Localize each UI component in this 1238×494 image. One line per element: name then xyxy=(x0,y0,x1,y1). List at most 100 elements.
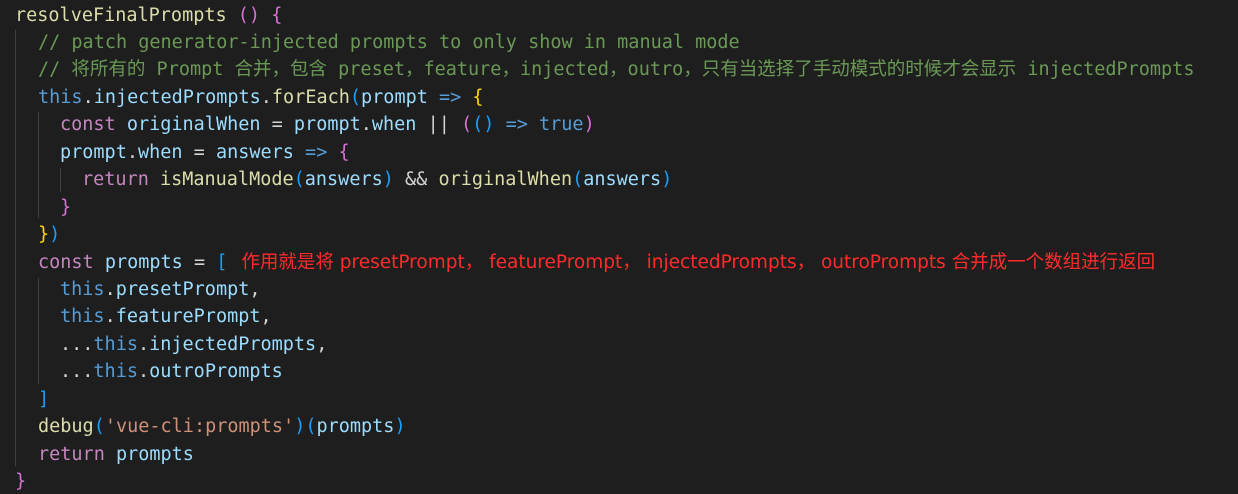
const-keyword: const xyxy=(60,114,116,135)
property: presetPrompt xyxy=(115,279,250,300)
code-line[interactable]: this.presetPrompt, xyxy=(60,276,261,303)
return-keyword: return xyxy=(38,444,105,465)
this-keyword: this xyxy=(93,334,138,355)
property: when xyxy=(137,142,183,163)
function-call: debug xyxy=(38,416,94,437)
comma: , xyxy=(316,334,328,355)
paren: ( xyxy=(305,416,317,437)
code-line[interactable]: ...this.outroPrompts xyxy=(60,358,283,385)
argument: answers xyxy=(304,169,383,190)
code-line[interactable]: this.featurePrompt, xyxy=(60,303,272,330)
this-keyword: this xyxy=(38,87,83,108)
function-call: originalWhen xyxy=(438,169,573,190)
paren: ( xyxy=(461,114,473,135)
arrow: => xyxy=(427,87,473,108)
object: prompt xyxy=(293,114,361,135)
space xyxy=(227,5,238,26)
indent-guide xyxy=(15,30,16,466)
dot: . xyxy=(137,361,150,382)
comment: // patch generator-injected prompts to o… xyxy=(38,32,740,53)
argument: prompts xyxy=(316,416,395,437)
comma: , xyxy=(260,306,272,327)
code-line[interactable]: // 将所有的 Prompt 合并，包含 preset，feature，inje… xyxy=(38,56,1194,83)
code-line[interactable]: return isManualMode(answers) && original… xyxy=(82,166,672,193)
space xyxy=(260,5,271,26)
function-name: resolveFinalPrompts xyxy=(15,5,227,26)
property: when xyxy=(371,114,417,135)
operator: = xyxy=(182,142,216,163)
close-brace: } xyxy=(60,197,72,218)
code-line[interactable]: // patch generator-injected prompts to o… xyxy=(38,29,740,56)
code-line[interactable]: }) xyxy=(38,221,60,248)
boolean: true xyxy=(539,114,584,135)
function-call: isManualMode xyxy=(159,169,294,190)
code-line[interactable]: ] xyxy=(38,386,49,413)
code-line[interactable]: } xyxy=(15,468,26,494)
operator: && xyxy=(393,169,439,190)
variable: originalWhen xyxy=(115,114,261,135)
code-line[interactable]: resolveFinalPrompts () { xyxy=(15,2,282,29)
paren: ( xyxy=(349,87,362,108)
string-literal: 'vue-cli:prompts' xyxy=(104,416,295,437)
close-bracket: ] xyxy=(38,389,50,410)
this-keyword: this xyxy=(93,361,138,382)
indent-guide xyxy=(38,112,39,218)
dot: . xyxy=(104,279,116,300)
code-line[interactable]: prompt.when = answers => { xyxy=(60,139,350,166)
indent-guide xyxy=(60,168,61,192)
const-keyword: const xyxy=(38,252,94,273)
method-name: forEach xyxy=(271,87,350,108)
variable: prompts xyxy=(93,252,183,273)
spread-operator: ... xyxy=(60,334,94,355)
code-line[interactable]: this.injectedPrompts.forEach(prompt => { xyxy=(38,84,484,111)
parameter: answers xyxy=(215,142,294,163)
dot: . xyxy=(137,334,150,355)
open-brace: { xyxy=(472,87,484,108)
paren: ) xyxy=(394,416,406,437)
paren: ) xyxy=(49,224,61,245)
paren: ( xyxy=(572,169,584,190)
arrow: => xyxy=(293,142,339,163)
comment: // 将所有的 Prompt 合并，包含 preset，feature，inje… xyxy=(38,59,1195,80)
property: injectedPrompts xyxy=(93,87,261,108)
code-line[interactable]: debug('vue-cli:prompts')(prompts) xyxy=(38,413,406,440)
argument: answers xyxy=(583,169,662,190)
space xyxy=(149,169,160,190)
comma: , xyxy=(249,279,261,300)
dot: . xyxy=(82,87,94,108)
operator: || xyxy=(416,114,462,135)
open-brace: { xyxy=(338,142,350,163)
code-line[interactable]: } xyxy=(60,194,71,221)
variable: prompts xyxy=(104,444,194,465)
property: outroPrompts xyxy=(149,361,283,382)
dot: . xyxy=(126,142,138,163)
paren: ( xyxy=(93,416,105,437)
red-annotation: 作用就是将 presetPrompt， featurePrompt， injec… xyxy=(241,252,1156,273)
operator: = xyxy=(182,252,217,273)
code-line[interactable]: const originalWhen = prompt.when || (() … xyxy=(60,111,595,138)
dot: . xyxy=(104,306,116,327)
arrow: => xyxy=(494,114,539,135)
object: prompt xyxy=(60,142,127,163)
open-bracket: [ xyxy=(216,252,228,273)
paren: ( xyxy=(293,169,305,190)
this-keyword: this xyxy=(60,279,105,300)
property: featurePrompt xyxy=(115,306,261,327)
code-line[interactable]: ...this.injectedPrompts, xyxy=(60,331,327,358)
close-brace: } xyxy=(38,224,50,245)
dot: . xyxy=(260,87,272,108)
indent-guide xyxy=(38,278,39,384)
property: injectedPrompts xyxy=(149,334,317,355)
paren: () xyxy=(472,114,495,135)
code-line[interactable]: const prompts = [ 作用就是将 presetPrompt， fea… xyxy=(38,249,1155,276)
return-keyword: return xyxy=(82,169,149,190)
paren: () xyxy=(237,5,261,26)
paren: ) xyxy=(294,416,306,437)
code-line[interactable]: return prompts xyxy=(38,441,194,468)
dot: . xyxy=(360,114,372,135)
open-brace: { xyxy=(271,5,283,26)
paren: ) xyxy=(661,169,673,190)
parameter: prompt xyxy=(361,87,428,108)
close-brace: } xyxy=(15,471,27,492)
